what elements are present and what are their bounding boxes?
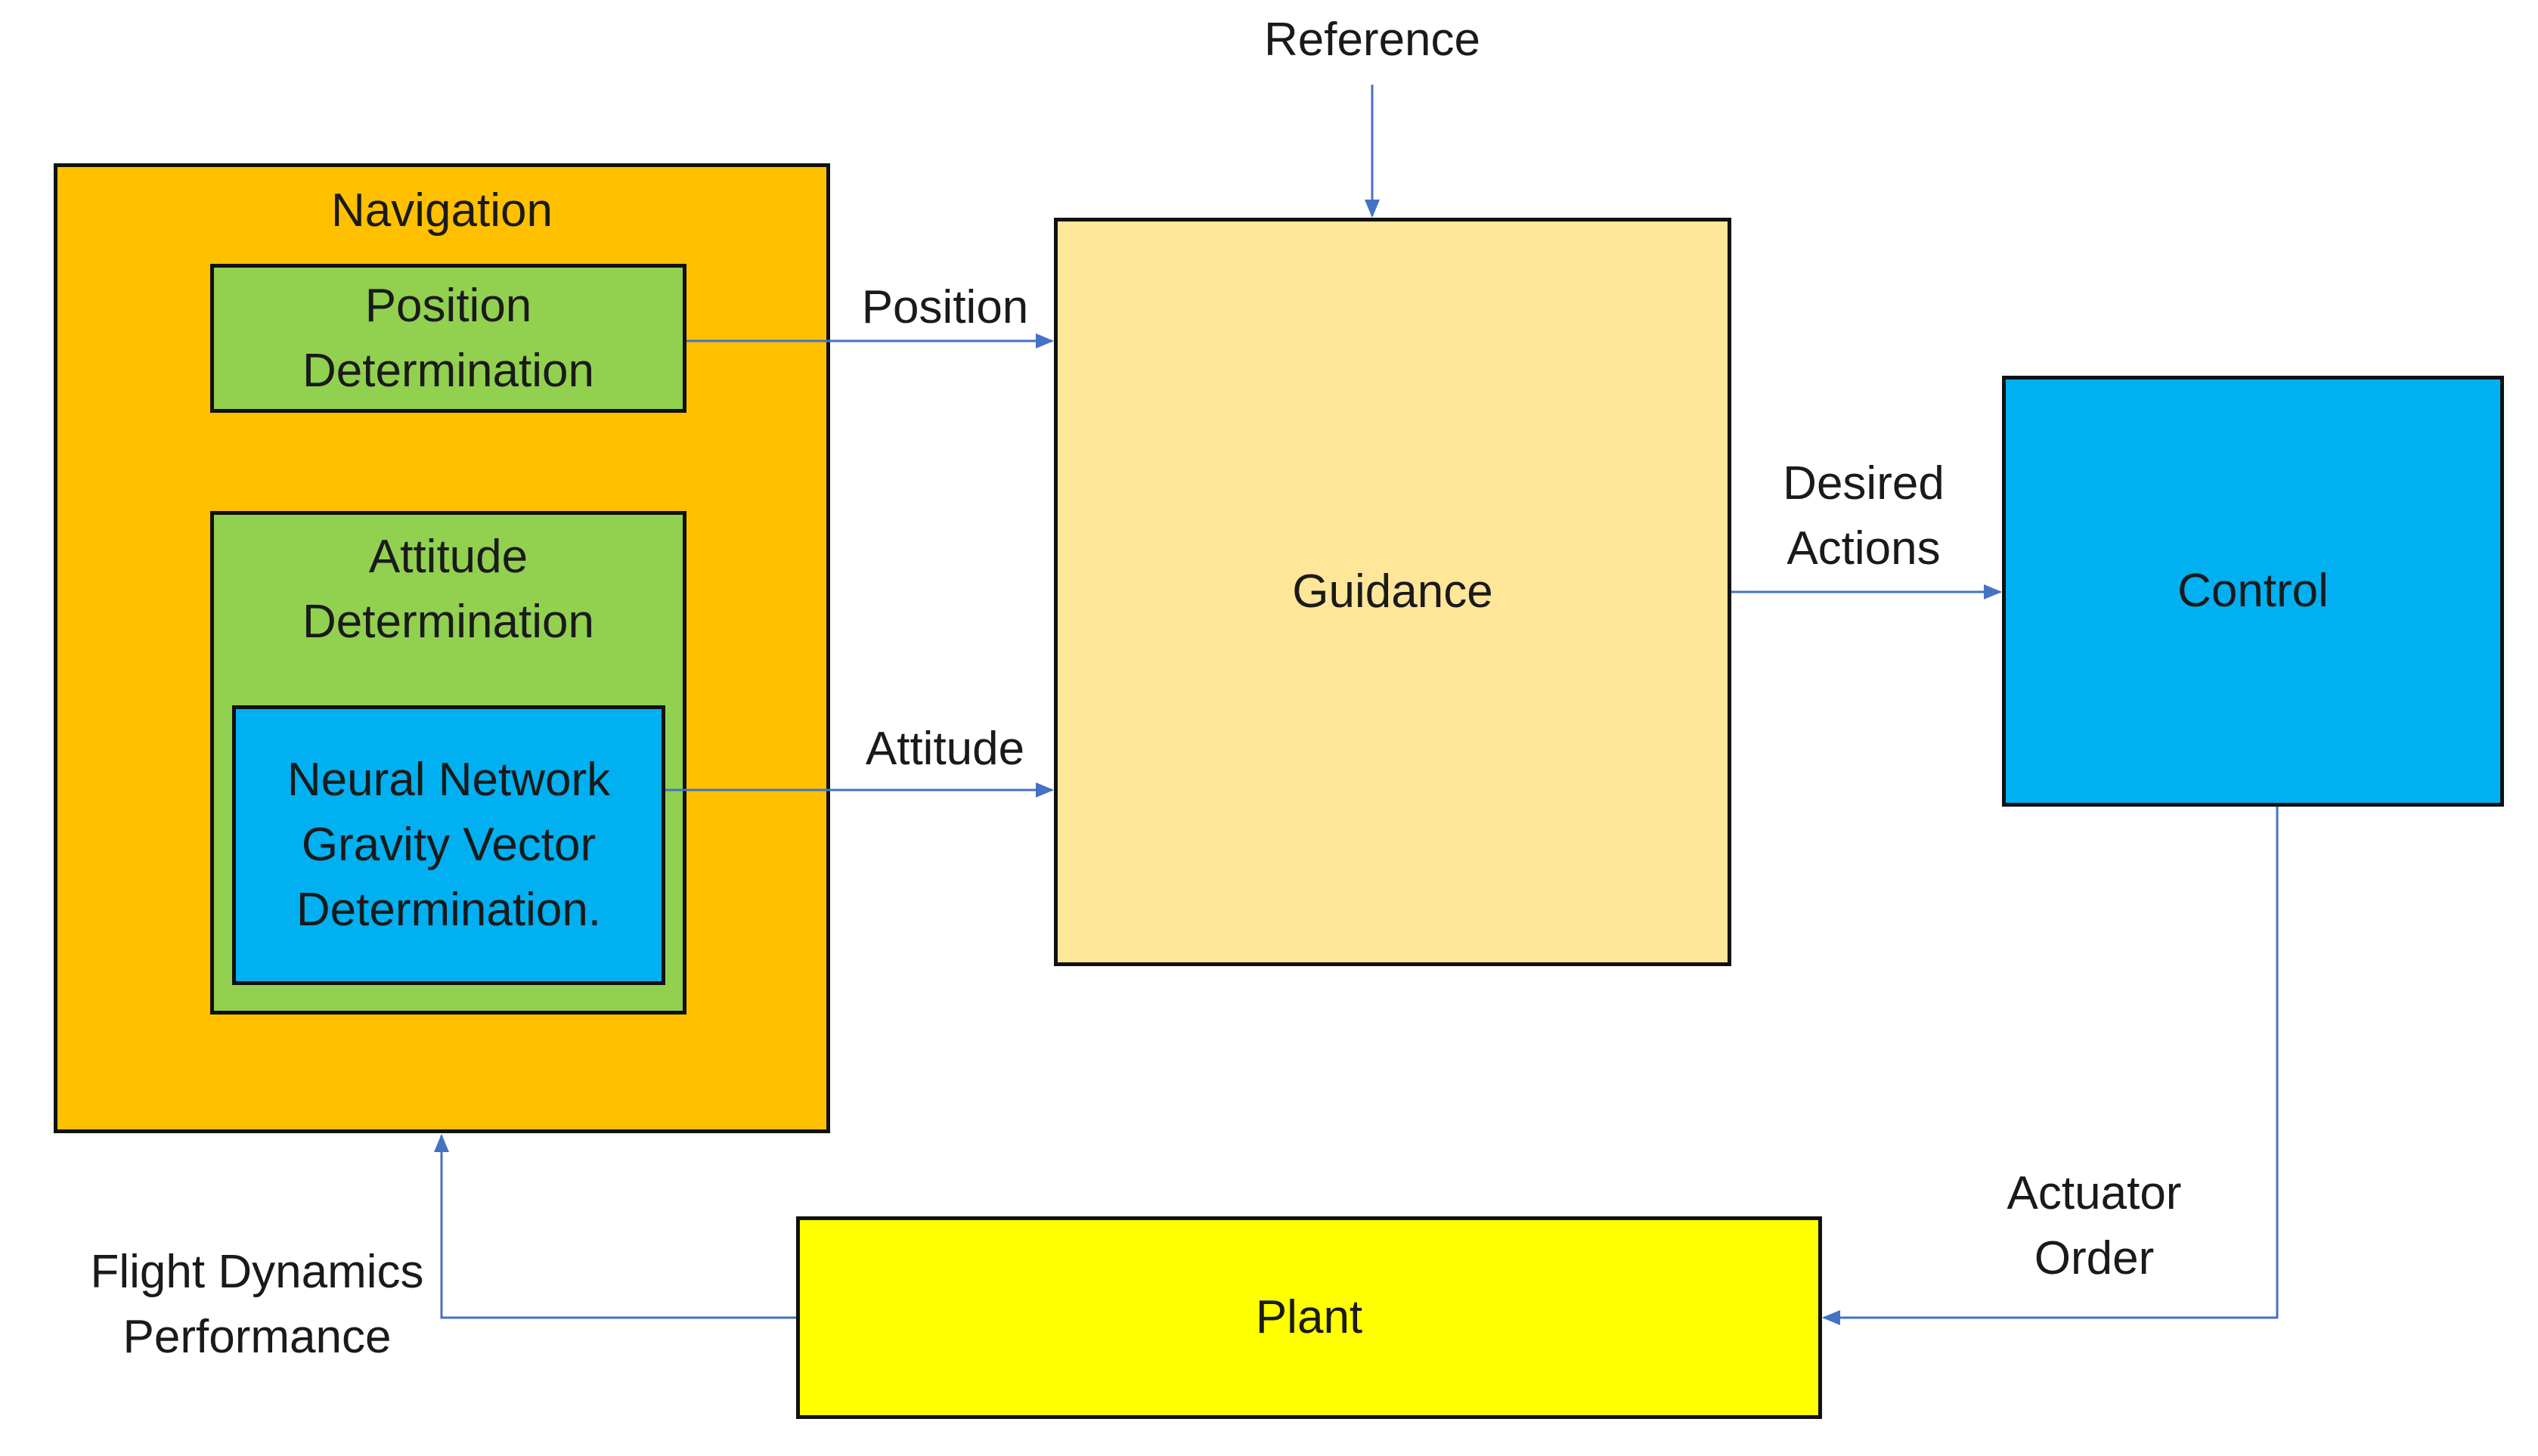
desired-actions-line2: Actions [1787, 522, 1941, 575]
attitude-determination-line1: Attitude [368, 531, 528, 583]
position-determination-line2: Determination [302, 344, 594, 397]
flight-dynamics-arrow [434, 1134, 796, 1319]
neural-network-line1: Neural Network [287, 754, 611, 806]
desired-actions-line1: Desired [1783, 457, 1945, 510]
control-box: Control [2002, 376, 2504, 807]
reference-label: Reference [1263, 14, 1481, 66]
flight-dynamics-line2: Performance [122, 1311, 392, 1363]
actuator-order-line1: Actuator [2007, 1167, 2182, 1219]
guidance-label: Guidance [1292, 565, 1493, 618]
navigation-title: Navigation [331, 184, 553, 237]
attitude-determination-line2: Determination [302, 596, 594, 648]
plant-box: Plant [796, 1216, 1822, 1419]
actuator-order-label: Actuator Order [1981, 1161, 2208, 1291]
flight-dynamics-label: Flight Dynamics Performance [68, 1240, 446, 1370]
neural-network-line3: Determination. [296, 884, 602, 936]
position-label: Position [861, 281, 1029, 333]
desired-actions-label: Desired Actions [1762, 451, 1966, 581]
position-determination-box: Position Determination [210, 264, 686, 413]
flight-dynamics-line1: Flight Dynamics [90, 1246, 424, 1298]
neural-network-line2: Gravity Vector [301, 819, 597, 871]
attitude-label: Attitude [865, 723, 1025, 775]
attitude-determination-title: Attitude Determination [210, 525, 686, 655]
control-label: Control [2177, 565, 2329, 617]
guidance-box: Guidance [1054, 218, 1731, 966]
position-determination-line1: Position [364, 279, 532, 332]
plant-label: Plant [1255, 1291, 1363, 1343]
actuator-order-line2: Order [2034, 1232, 2155, 1284]
neural-network-box: Neural Network Gravity Vector Determinat… [232, 705, 665, 985]
